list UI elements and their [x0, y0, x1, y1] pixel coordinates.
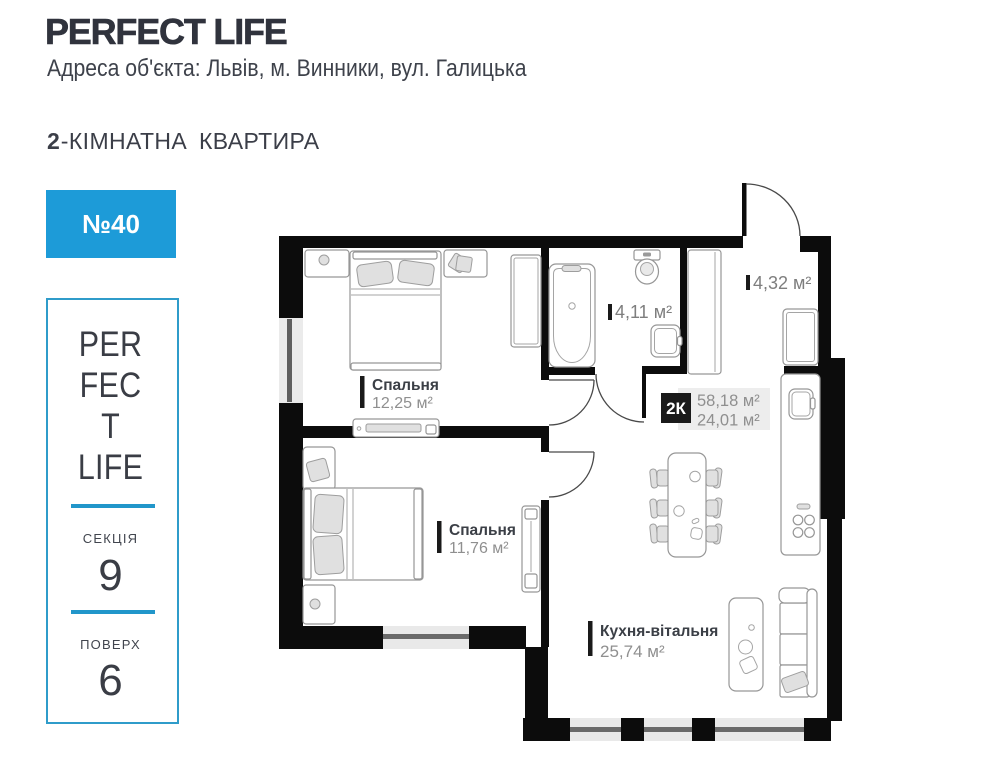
svg-text:Спальня: Спальня — [449, 522, 516, 539]
svg-text:58,18 м²: 58,18 м² — [697, 392, 760, 410]
svg-text:11,76 м²: 11,76 м² — [449, 540, 509, 557]
svg-text:4,32 м²: 4,32 м² — [753, 273, 811, 293]
svg-text:25,74 м²: 25,74 м² — [600, 642, 665, 661]
svg-text:4,11 м²: 4,11 м² — [615, 302, 672, 322]
svg-text:12,25 м²: 12,25 м² — [372, 395, 433, 412]
svg-text:Спальня: Спальня — [372, 377, 439, 394]
svg-text:Кухня-вітальня: Кухня-вітальня — [600, 623, 718, 640]
svg-text:2К: 2К — [666, 399, 686, 418]
svg-text:24,01 м²: 24,01 м² — [697, 412, 760, 430]
